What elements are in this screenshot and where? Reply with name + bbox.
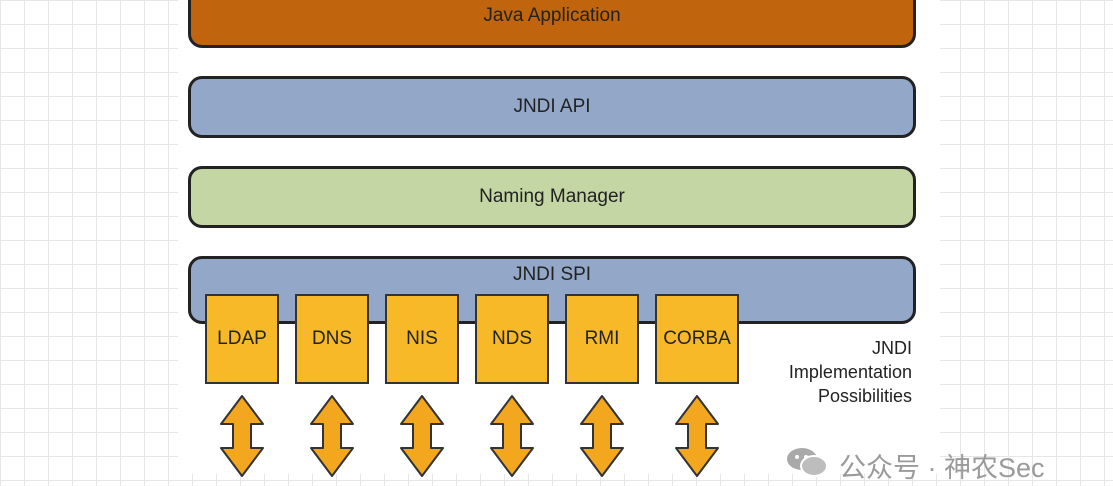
caption-line-3: Possibilities — [817, 386, 912, 406]
watermark-text: 公众号 · 神农Sec — [839, 453, 1045, 483]
impl-box-corba: CORBA — [655, 294, 739, 384]
impl-box-dns: DNS — [295, 294, 369, 384]
impl-label-rmi: RMI — [584, 328, 620, 349]
double-headed-arrow-icon — [580, 395, 624, 477]
implementation-caption: JNDI Implementation Possibilities — [789, 336, 912, 408]
layer-jndi-spi-label: JNDI SPI — [512, 264, 592, 285]
impl-label-dns: DNS — [311, 328, 353, 349]
impl-label-corba: CORBA — [663, 328, 731, 349]
impl-box-nis: NIS — [385, 294, 459, 384]
impl-box-nds: NDS — [475, 294, 549, 384]
layer-naming-manager: Naming Manager — [188, 166, 916, 228]
impl-label-ldap: LDAP — [217, 328, 267, 349]
wechat-icon — [787, 448, 828, 477]
caption-line-1: JNDI — [872, 338, 912, 358]
layer-jndi-api: JNDI API — [188, 76, 916, 138]
impl-box-ldap: LDAP — [205, 294, 279, 384]
layer-java-application-label: Java Application — [483, 5, 621, 26]
impl-label-nds: NDS — [491, 328, 533, 349]
layer-java-application: Java Application — [188, 0, 916, 48]
impl-box-rmi: RMI — [565, 294, 639, 384]
impl-label-nis: NIS — [406, 328, 438, 349]
watermark: 公众号 · 神农Sec — [785, 446, 1045, 486]
double-headed-arrow-icon — [220, 395, 264, 477]
caption-line-2: Implementation — [788, 362, 912, 382]
double-headed-arrow-icon — [675, 395, 719, 477]
layer-naming-manager-label: Naming Manager — [479, 186, 625, 207]
layer-jndi-api-label: JNDI API — [513, 96, 591, 117]
double-headed-arrow-icon — [310, 395, 354, 477]
double-headed-arrow-icon — [400, 395, 444, 477]
double-headed-arrow-icon — [490, 395, 534, 477]
